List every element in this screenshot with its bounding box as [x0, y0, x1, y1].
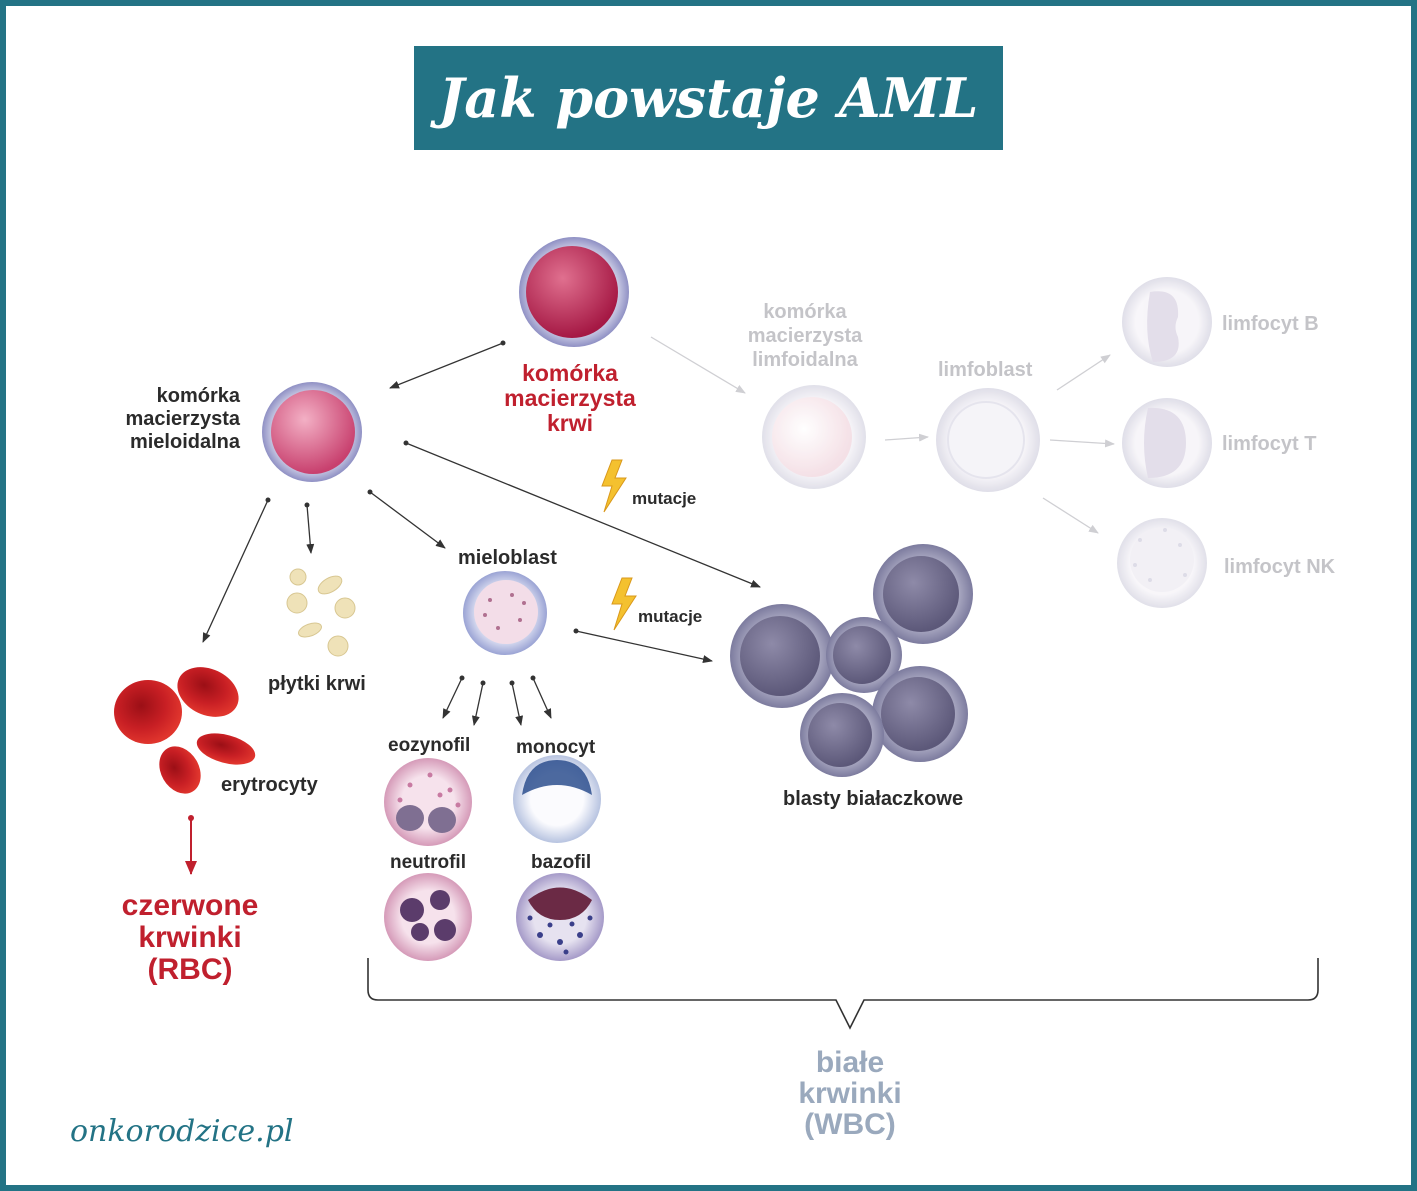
label-myeloblast: mieloblast — [458, 547, 557, 569]
label-lymphocyte-t: limfocyt T — [1222, 433, 1317, 455]
lymphocyte-t-cell — [1122, 398, 1212, 488]
label-blood-stem-cell: komórka macierzysta krwi — [504, 360, 636, 436]
label-eosinophil: eozynofil — [388, 735, 471, 756]
monocyte-cell — [513, 755, 601, 843]
lightning-icon — [601, 459, 637, 631]
label-lymphocyte-b: limfocyt B — [1222, 313, 1319, 335]
myeloblast-cell — [463, 571, 547, 655]
label-lymphocyte-nk: limfocyt NK — [1224, 556, 1336, 578]
label-neutrophil: neutrofil — [390, 852, 466, 873]
label-leukemic-blasts: blasty białaczkowe — [783, 788, 964, 810]
eosinophil-cell — [384, 758, 472, 846]
arrows-dark — [202, 342, 761, 726]
title-banner: Jak powstaje AML — [414, 46, 1003, 150]
label-monocyte: monocyt — [516, 737, 596, 758]
label-erythrocytes: erytrocyty — [221, 774, 318, 796]
lymphoblast-cell — [936, 388, 1040, 492]
myeloid-stem-cell — [262, 382, 362, 482]
basophil-cell — [516, 873, 604, 961]
footer-site-link[interactable]: onkorodzice.pl — [70, 1114, 294, 1149]
arrow-dots — [265, 340, 579, 686]
wbc-brace — [367, 958, 1319, 1030]
label-platelets: płytki krwi — [268, 673, 366, 695]
blood-stem-cell — [519, 237, 629, 347]
lymphoid-stem-cell — [762, 385, 866, 489]
leukemic-blast-cells — [730, 544, 973, 777]
lymphocyte-nk-cell — [1117, 518, 1207, 608]
label-lymphoid-stem-cell: komórka macierzysta limfoidalna — [747, 301, 863, 371]
label-mutation-2: mutacje — [638, 607, 703, 626]
label-myeloid-stem-cell: komórka macierzysta mieloidalna — [125, 385, 240, 453]
neutrophil-cell — [384, 873, 472, 961]
red-arrow — [185, 815, 197, 875]
label-lymphoblast: limfoblast — [938, 359, 1033, 381]
lymphocyte-b-cell — [1122, 277, 1212, 367]
arrows-gray — [650, 336, 1115, 534]
label-basophil: bazofil — [531, 852, 592, 873]
platelets-cells — [286, 568, 356, 657]
label-wbc: białe krwinki (WBC) — [798, 1046, 902, 1141]
label-rbc: czerwone krwinki (RBC) — [121, 889, 259, 986]
page-title: Jak powstaje AML — [438, 66, 979, 130]
erythrocyte-cells — [114, 667, 256, 794]
label-mutation-1: mutacje — [632, 489, 697, 508]
